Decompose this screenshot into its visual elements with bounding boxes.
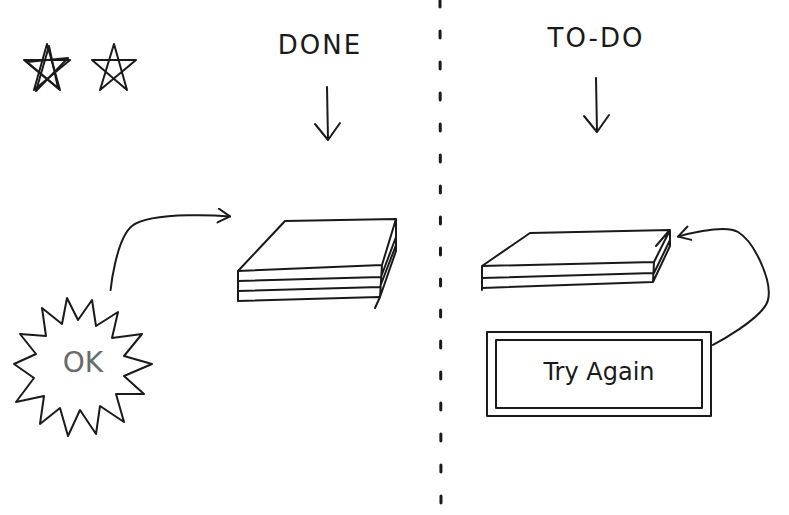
todo-stack: TO-DO — [478, 20, 678, 305]
curved-arrow — [678, 229, 769, 345]
done-stack: DONE — [230, 25, 410, 315]
stack-heading: TO-DO — [478, 24, 714, 53]
star-symbol — [27, 46, 68, 91]
ok-starburst: OK — [12, 290, 157, 442]
box-label: Try Again — [485, 359, 713, 385]
node-shape — [478, 20, 678, 305]
starburst-label: OK — [12, 348, 154, 379]
curved-arrow — [111, 215, 230, 290]
card-stack — [238, 219, 396, 308]
stack-heading: DONE — [230, 31, 410, 60]
card-stack — [482, 230, 670, 290]
down-arrow — [315, 87, 340, 140]
down-arrow — [584, 78, 609, 132]
star-symbol — [92, 44, 136, 90]
node-shape — [230, 25, 410, 315]
divider-line — [440, 0, 441, 515]
star-symbol — [24, 44, 70, 90]
retry-box: Try Again — [485, 330, 713, 418]
